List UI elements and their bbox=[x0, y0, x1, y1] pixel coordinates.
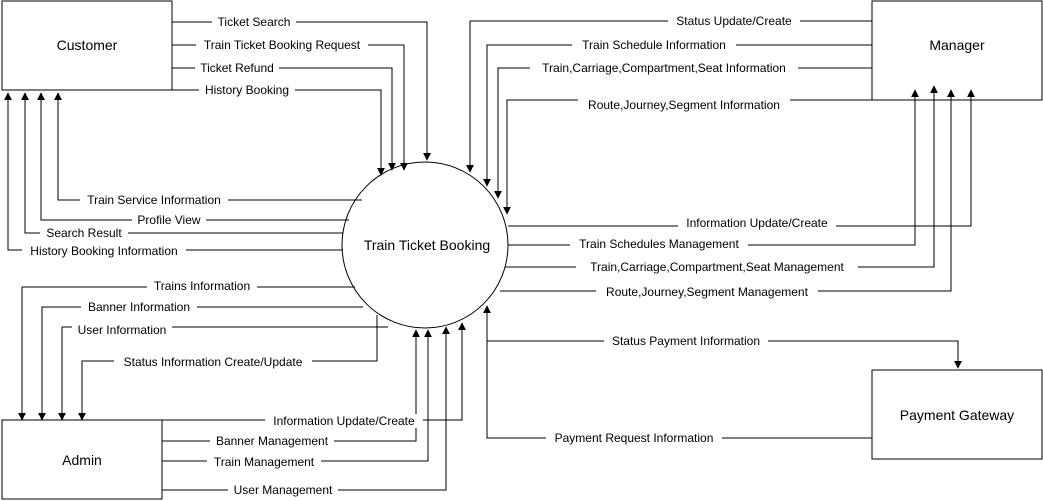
train-mgmt-label: Train Management bbox=[214, 455, 315, 469]
ticket-search-label: Ticket Search bbox=[218, 15, 291, 29]
banner-info-arrow bbox=[38, 306, 363, 421]
route-journey-mgmt-label: Route,Journey,Segment Management bbox=[606, 285, 809, 299]
admin-entity: Admin bbox=[1, 419, 163, 500]
status-update-label: Status Update/Create bbox=[676, 14, 792, 28]
train-ticket-booking-process: Train Ticket Booking bbox=[341, 161, 509, 329]
manager-label: Manager bbox=[929, 37, 985, 53]
payment-request-label: Payment Request Information bbox=[555, 431, 714, 445]
payment-gateway-label: Payment Gateway bbox=[900, 407, 1014, 423]
payment-gateway-entity: Payment Gateway bbox=[871, 369, 1043, 460]
status-payment-label: Status Payment Information bbox=[612, 334, 760, 348]
process-label: Train Ticket Booking bbox=[364, 237, 490, 253]
user-info-arrow bbox=[58, 326, 388, 421]
history-booking-info-label: History Booking Information bbox=[30, 244, 177, 258]
ticket-refund-label: Ticket Refund bbox=[200, 61, 274, 75]
info-update-manager-arrow bbox=[508, 89, 975, 227]
info-update-admin-arrow bbox=[162, 322, 466, 421]
info-update-manager-label: Information Update/Create bbox=[686, 216, 828, 230]
route-journey-info-label: Route,Journey,Segment Information bbox=[588, 98, 780, 112]
train-carriage-mgmt-label: Train,Carriage,Compartment,Seat Manageme… bbox=[590, 260, 844, 274]
search-result-label: Search Result bbox=[46, 226, 122, 240]
status-info-label: Status Information Create/Update bbox=[124, 355, 303, 369]
customer-entity: Customer bbox=[1, 0, 173, 91]
payment-request-arrow bbox=[483, 305, 872, 439]
admin-label: Admin bbox=[62, 452, 102, 468]
train-service-info-label: Train Service Information bbox=[87, 193, 221, 207]
booking-request-label: Train Ticket Booking Request bbox=[204, 38, 361, 52]
search-result-arrow bbox=[21, 92, 343, 234]
info-update-admin-label: Information Update/Create bbox=[273, 414, 415, 428]
train-schedules-mgmt-label: Train Schedules Management bbox=[579, 237, 739, 251]
history-booking-arrow bbox=[172, 89, 385, 176]
train-service-info-arrow bbox=[54, 92, 362, 201]
flow-labels: Ticket Search Train Ticket Booking Reque… bbox=[22, 14, 858, 497]
banner-info-label: Banner Information bbox=[88, 300, 190, 314]
train-schedule-info-arrow bbox=[483, 44, 872, 187]
train-carriage-info-arrow bbox=[494, 67, 872, 199]
customer-label: Customer bbox=[57, 37, 118, 53]
train-carriage-info-label: Train,Carriage,Compartment,Seat Informat… bbox=[542, 61, 786, 75]
route-journey-info-arrow bbox=[503, 99, 872, 215]
user-info-label: User Information bbox=[78, 323, 167, 337]
history-booking-info-arrow bbox=[4, 92, 343, 251]
profile-view-label: Profile View bbox=[137, 213, 200, 227]
manager-entity: Manager bbox=[871, 0, 1043, 101]
profile-view-arrow bbox=[37, 92, 349, 221]
train-schedule-info-label: Train Schedule Information bbox=[582, 38, 726, 52]
history-booking-label: History Booking bbox=[205, 83, 289, 97]
trains-info-label: Trains Information bbox=[154, 279, 250, 293]
user-mgmt-label: User Management bbox=[234, 483, 333, 497]
banner-mgmt-label: Banner Management bbox=[216, 434, 329, 448]
